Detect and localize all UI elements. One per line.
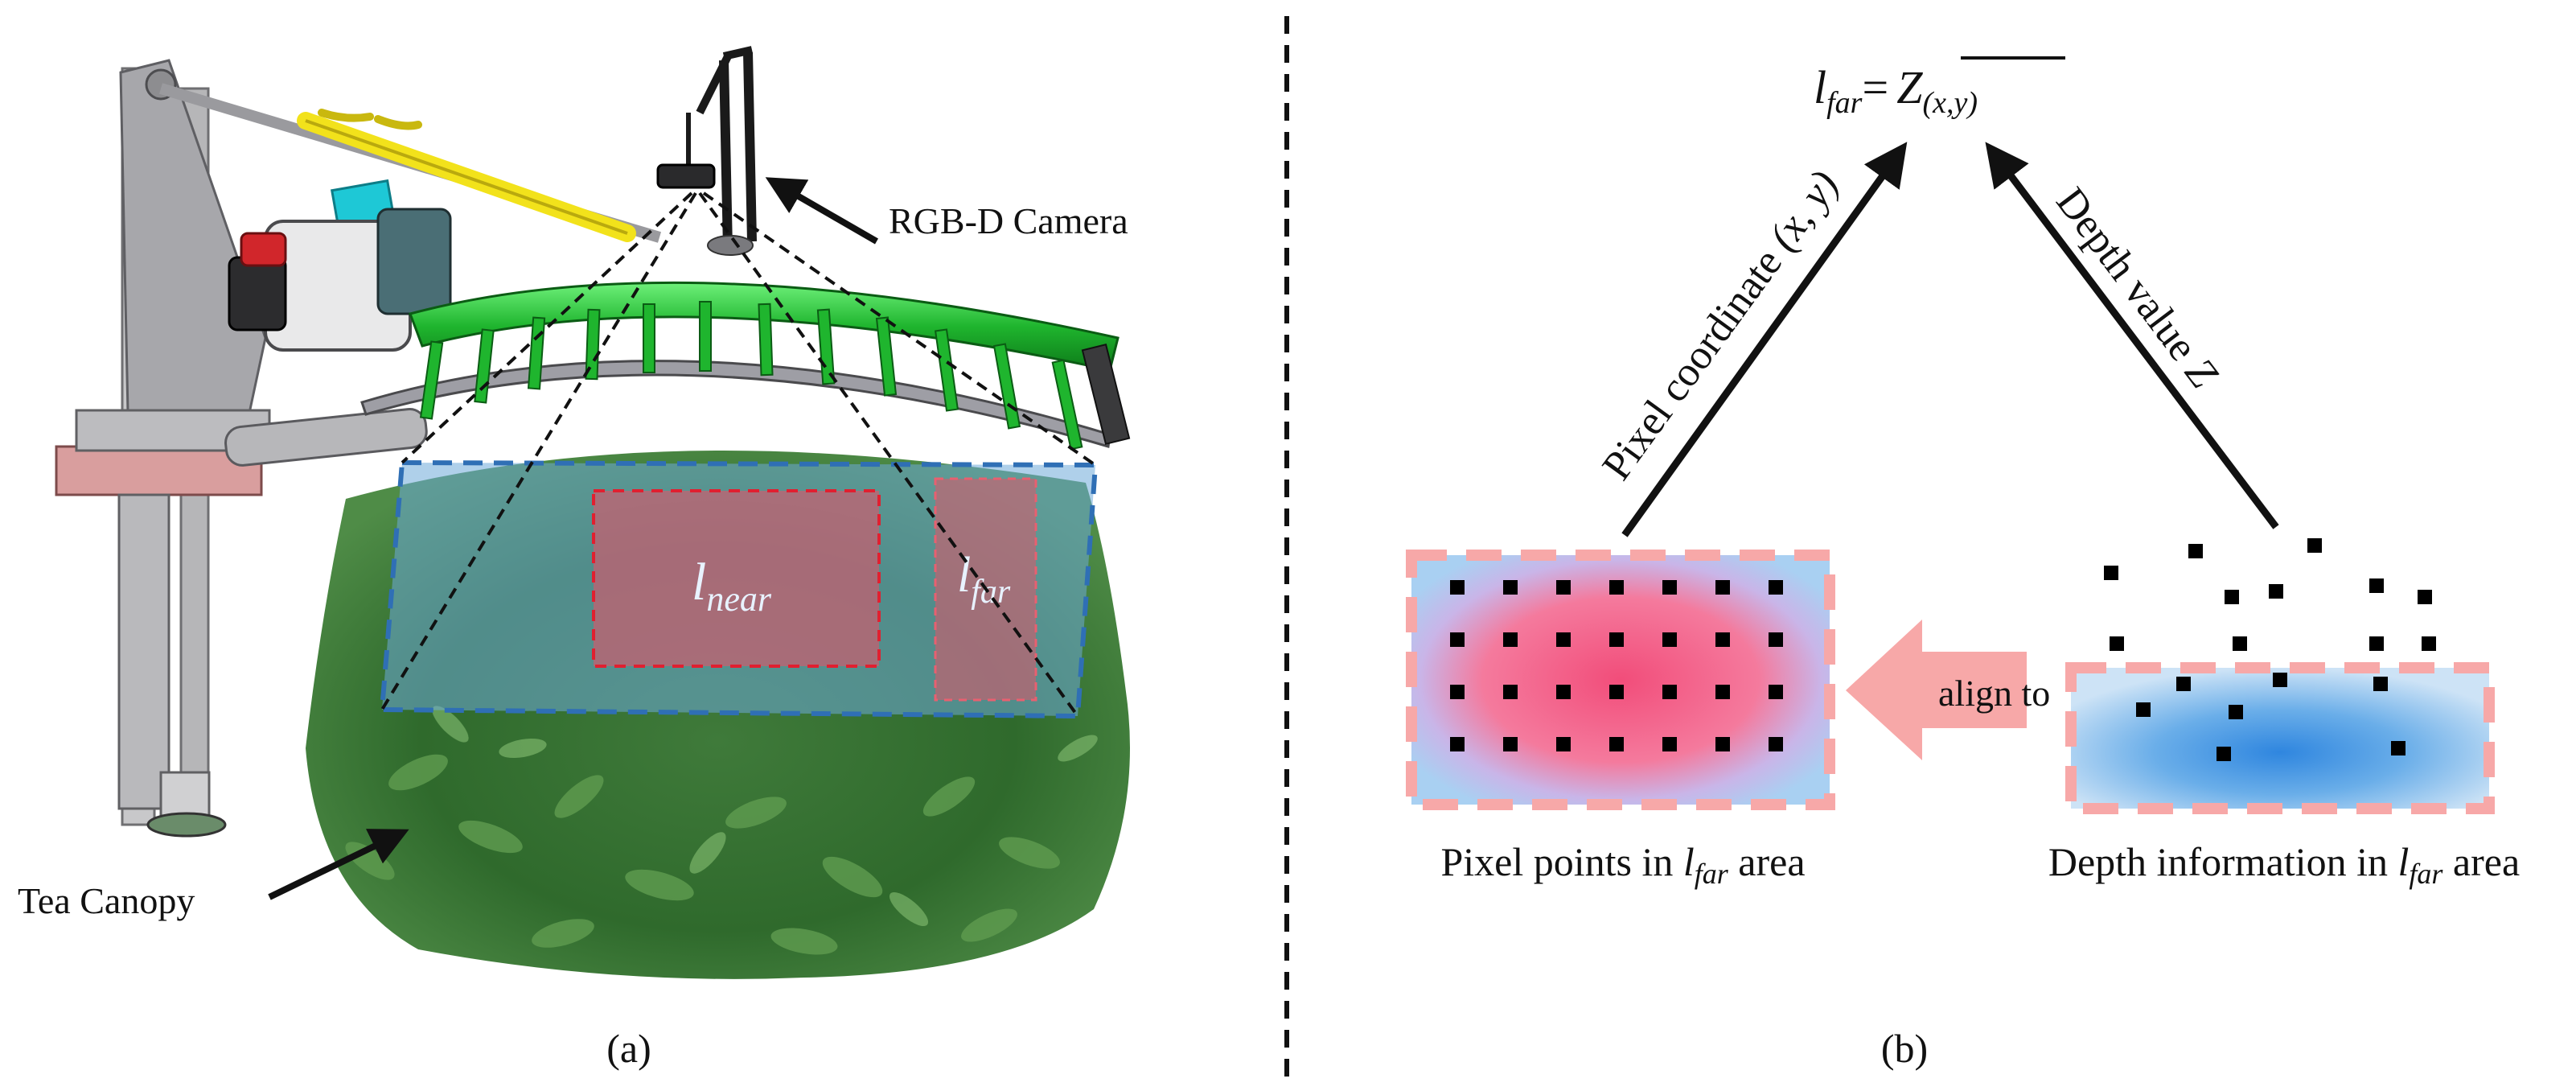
formula-rhs-sub: (x,y) — [1922, 86, 1978, 120]
pixel-dot — [1556, 737, 1571, 751]
depth-dot — [2136, 702, 2151, 717]
camera-label: RGB-D Camera — [889, 200, 1128, 241]
depth-dot — [2418, 590, 2432, 604]
pixel-dot — [1450, 737, 1465, 751]
depth-dot — [2273, 673, 2287, 687]
near-region-label: lnear — [692, 553, 772, 619]
depth-dot — [2373, 677, 2388, 691]
panel-b-caption: (b) — [1881, 1026, 1928, 1071]
pixel-dot — [1450, 580, 1465, 595]
formula-lhs-sub: far — [1826, 86, 1863, 120]
harvester-machine-illustration — [55, 46, 1131, 838]
pixel-dot — [1556, 580, 1571, 595]
pixel-dot — [1609, 580, 1624, 595]
pixel-dot — [1556, 632, 1571, 647]
canopy-label: Tea Canopy — [18, 880, 195, 921]
camera-frustum-lines — [380, 191, 1097, 718]
depth-dot — [2229, 705, 2243, 719]
panel-a-caption: (a) — [606, 1026, 651, 1071]
pixel-dot — [1556, 685, 1571, 699]
pixel-dot — [1662, 685, 1677, 699]
depth-dot — [2391, 741, 2405, 755]
pixel-dot-grid — [1450, 580, 1783, 751]
depth-information-box — [2065, 662, 2495, 814]
pixel-dot — [1450, 632, 1465, 647]
align-label: align to — [1938, 673, 2050, 714]
pixel-dot — [1609, 632, 1624, 647]
canopy-pointer-arrow — [268, 829, 409, 900]
depth-dot — [2176, 677, 2191, 691]
camera-pointer-arrow — [765, 177, 878, 245]
depth-dot — [2225, 590, 2239, 604]
depth-dot — [2369, 636, 2384, 651]
pixel-dot — [1769, 737, 1783, 751]
pixel-dot — [1662, 632, 1677, 647]
depth-dot — [2110, 636, 2124, 651]
formula-rhs-var: Z — [1896, 61, 1923, 113]
depth-dot — [2233, 636, 2247, 651]
depth-dot — [2307, 538, 2322, 553]
depth-value-arrow — [1985, 142, 2279, 529]
pixel-coordinate-label: Pixel coordinate (x, y) — [1594, 163, 1848, 488]
depth-dot — [2269, 584, 2283, 599]
near-region-box — [592, 489, 881, 668]
pixel-dot — [1715, 632, 1730, 647]
pixel-dot — [1662, 737, 1677, 751]
pixel-dot — [1503, 737, 1518, 751]
depth-dot-scatter — [2104, 538, 2436, 761]
pixel-dot — [1769, 632, 1783, 647]
pixel-dot — [1609, 737, 1624, 751]
pixel-dot — [1662, 580, 1677, 595]
pixel-points-box — [1406, 550, 1835, 810]
pixel-points-caption: Pixel points in lfar area — [1440, 839, 1805, 890]
pixel-dot — [1715, 685, 1730, 699]
pixel-dot — [1769, 580, 1783, 595]
pixel-dot — [1503, 632, 1518, 647]
rgbd-camera-device — [656, 163, 716, 189]
depth-value-label: Depth value Z — [2047, 179, 2226, 397]
depth-dot — [2369, 578, 2384, 593]
depth-dot — [2188, 544, 2203, 558]
far-distance-formula: lfar=Z(x,y) — [1814, 56, 2065, 120]
formula-equals: = — [1862, 61, 1888, 113]
depth-dot — [2422, 636, 2436, 651]
pixel-dot — [1769, 685, 1783, 699]
pixel-dot — [1609, 685, 1624, 699]
pixel-dot — [1503, 685, 1518, 699]
pixel-dot — [1450, 685, 1465, 699]
pixel-dot — [1503, 580, 1518, 595]
depth-dot — [2104, 566, 2118, 580]
far-region-label: lfar — [957, 548, 1011, 611]
pixel-dot — [1715, 737, 1730, 751]
panel-b: lfar=Z(x,y) Pixel coordinate (x, y) Dept… — [1406, 56, 2520, 1071]
depth-information-caption: Depth information in lfar area — [2048, 839, 2520, 890]
align-arrow — [1846, 620, 2027, 760]
panel-a: lnear lfar — [18, 46, 1131, 1071]
depth-dot — [2217, 747, 2231, 761]
pixel-dot — [1715, 580, 1730, 595]
formula-lhs-base: l — [1814, 61, 1826, 113]
pixel-coordinate-arrow — [1621, 142, 1908, 537]
svg-text:lfar=Z(x,y): lfar=Z(x,y) — [1814, 61, 1978, 120]
